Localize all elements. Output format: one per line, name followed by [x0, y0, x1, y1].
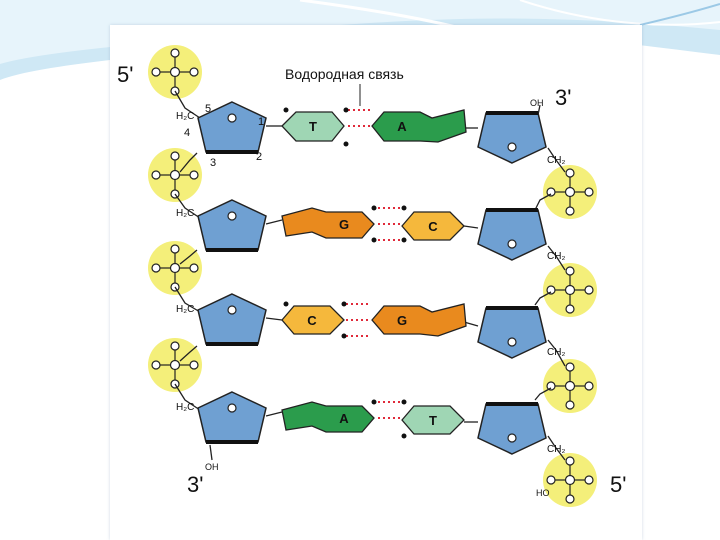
base-guanine — [281, 207, 375, 239]
phosphate-group — [542, 358, 598, 414]
phosphate-group — [542, 262, 598, 318]
svg-text:CH₂: CH₂ — [547, 444, 565, 455]
carbon-number-4: 4 — [184, 127, 190, 139]
base-letter: C — [428, 219, 438, 234]
three-prime-bottom-label: 3' — [187, 472, 203, 497]
base-letter: T — [309, 119, 317, 134]
five-prime-bottom-label: 5' — [610, 472, 626, 497]
base-guanine — [371, 303, 467, 337]
sugar-deoxyribose — [476, 111, 548, 165]
base-letter: A — [339, 411, 349, 426]
svg-text:H₂C: H₂C — [176, 111, 194, 122]
carbon-number-2: 2 — [256, 151, 262, 163]
hydrogen-bonds — [283, 107, 407, 439]
svg-text:CH₂: CH₂ — [547, 155, 565, 166]
sugar-deoxyribose — [196, 390, 268, 444]
base-cytosine — [401, 211, 465, 241]
base-letter: C — [307, 313, 317, 328]
carbon-number-3: 3 — [210, 157, 216, 169]
glycosidic-bonds — [265, 125, 479, 423]
base-pair-row-2 — [281, 207, 465, 241]
sugar-deoxyribose — [196, 198, 268, 252]
sugar-deoxyribose — [476, 402, 548, 456]
base-letter: G — [397, 313, 407, 328]
right-backbone — [534, 104, 566, 461]
carbon-number-1: 1 — [258, 116, 264, 128]
base-pair-row-4 — [281, 401, 465, 435]
base-adenine — [371, 109, 467, 143]
carbon-number-5: 5 — [205, 103, 211, 115]
svg-text:H₂C: H₂C — [176, 304, 194, 315]
phosphate-group — [147, 44, 203, 100]
base-adenine — [281, 401, 375, 433]
phosphate-group — [542, 452, 598, 508]
base-letter: G — [339, 217, 349, 232]
hydroxyl-ho-label: HO — [536, 488, 550, 498]
svg-text:CH₂: CH₂ — [547, 347, 565, 358]
five-prime-top-label: 5' — [117, 62, 133, 87]
sugar-deoxyribose — [196, 292, 268, 346]
phosphate-group — [542, 164, 598, 220]
ch2-labels-right: CH₂ CH₂ CH₂ CH₂ — [547, 155, 565, 455]
base-thymine — [401, 405, 465, 435]
base-pair-row-1 — [281, 109, 467, 143]
svg-text:H₂C: H₂C — [176, 402, 194, 413]
phosphate-group — [147, 240, 203, 296]
base-pair-row-3 — [281, 303, 467, 337]
three-prime-top-label: 3' — [555, 85, 571, 110]
sugar-deoxyribose — [476, 306, 548, 360]
left-backbone — [174, 90, 213, 461]
svg-text:CH₂: CH₂ — [547, 251, 565, 262]
hydroxyl-bottom-label: OH — [205, 462, 219, 472]
base-cytosine — [281, 305, 345, 335]
hbond-label: Водородная связь — [285, 66, 404, 82]
h2c-labels-left: H₂C H₂C H₂C H₂C — [176, 111, 194, 413]
sugar-deoxyribose — [476, 208, 548, 262]
base-thymine — [281, 111, 345, 142]
base-letter: A — [397, 119, 407, 134]
phosphate-group — [147, 337, 203, 393]
hydroxyl-top-label: OH — [530, 98, 544, 108]
base-letter: T — [429, 413, 437, 428]
svg-text:H₂C: H₂C — [176, 208, 194, 219]
